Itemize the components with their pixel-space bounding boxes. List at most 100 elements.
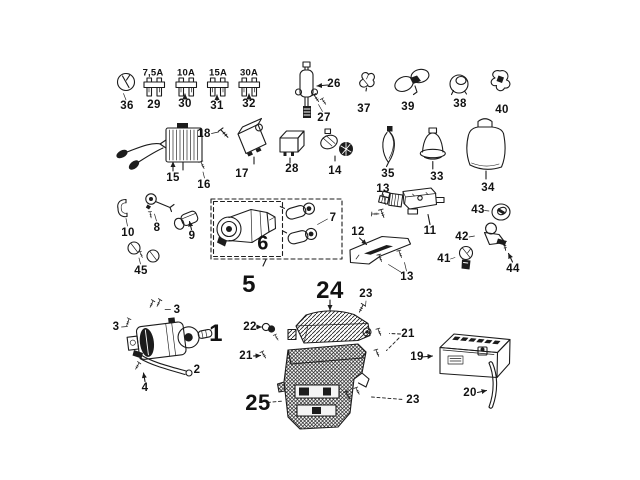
callout-37: 37 [357,103,371,115]
callout-30: 30 [178,98,192,110]
callout-27: 27 [317,112,331,124]
callout-22: 22 [243,321,257,333]
callout-16: 16 [197,179,211,191]
callout-42: 42 [455,231,469,243]
callout-40: 40 [495,104,509,116]
screws-13-upper-drawing [369,206,388,219]
sleeves-7-drawing [279,202,318,245]
callout-9: 9 [188,230,196,242]
fuse-box-25-drawing [276,343,370,430]
connector-14-drawing [320,128,353,162]
callout-10: 10 [121,227,135,239]
leader-lines [121,83,514,403]
callout-13a: 13 [376,183,390,195]
callout-25: 25 [245,390,271,415]
cable-2-drawing [132,350,193,377]
callout-1: 1 [209,320,223,347]
callout-19: 19 [410,351,424,363]
callout-21b: 21 [401,328,415,340]
battery-19-drawing [439,333,511,379]
fuse-rating-10a: 10A [176,67,196,79]
callout-23a: 23 [359,288,373,300]
clip-38-drawing [449,74,469,96]
callout-29: 29 [147,99,161,111]
callout-14: 14 [328,165,342,177]
callout-6: 6 [257,232,269,255]
callout-13b: 13 [400,271,414,283]
grommet-43-drawing [491,203,511,221]
ignition-switch-11-drawing [378,187,445,215]
fuse-30-drawing [175,77,198,97]
fuse-rating-30a: 30A [239,67,259,79]
callout-34: 34 [481,182,495,194]
callout-26: 26 [327,78,341,90]
callout-31: 31 [210,100,224,112]
plug-9-drawing [173,210,199,230]
clip-39-drawing [394,68,430,96]
relay-17-drawing [237,117,267,165]
callout-5: 5 [242,271,256,298]
callout-3b: 3 [112,321,120,333]
screw-16-drawing [197,159,208,169]
group-5-box [210,198,343,267]
screws-21-right-drawing [372,326,385,357]
rubber-cover-34-drawing [466,118,506,180]
screw-23-top-drawing [357,302,367,313]
fuse-rating-7-5a: 7,5A [142,67,164,79]
callout-21a: 21 [239,350,253,362]
callout-41: 41 [437,253,451,265]
fuse-rating-15a: 15A [208,67,228,79]
cable-loop-35-drawing [382,126,395,168]
callout-38: 38 [453,98,467,110]
unit-26-drawing [294,61,319,118]
callout-23b: 23 [406,394,420,406]
clips-45-drawing [127,241,160,263]
clip-10-drawing [117,198,128,218]
switch-8-drawing [145,193,175,219]
battery-rod-20-drawing [488,361,498,409]
grommet-36-drawing [116,72,136,92]
callout-45: 45 [134,265,148,277]
callout-8: 8 [153,222,161,234]
bolts-3-upper-drawing [148,297,164,308]
callout-11: 11 [423,225,437,237]
callout-20: 20 [463,387,477,399]
callout-18: 18 [197,128,211,140]
callout-15: 15 [166,172,180,184]
fuse-31-drawing [206,77,229,97]
clip-42-drawing [483,222,507,246]
callout-32: 32 [242,98,256,110]
screw-21-left-drawing [258,349,269,359]
fuse-32-drawing [238,77,261,97]
voltage-regulator-15-drawing [116,123,203,171]
callout-44: 44 [506,263,520,275]
callout-2: 2 [193,364,201,376]
clamp-41-drawing [458,245,474,270]
bolt-3-left-drawing [124,316,133,327]
callout-35: 35 [381,168,395,180]
callout-4: 4 [141,382,149,394]
clip-40-drawing [490,70,511,92]
motor-6-drawing [216,208,277,247]
callout-36: 36 [120,100,134,112]
callout-43: 43 [471,204,485,216]
clip-37-drawing [359,72,375,92]
callout-39: 39 [401,101,415,113]
callout-12: 12 [351,226,365,238]
bolt-4-drawing [134,360,142,370]
clip-22-drawing [261,322,276,333]
callout-7: 7 [329,212,337,224]
reservoir-cap-33-drawing [419,127,446,170]
callout-17: 17 [235,168,249,180]
callout-3a: 3 [173,304,181,316]
starter-motor-1-drawing [126,317,213,360]
fuse-29-drawing [143,77,166,97]
callout-33: 33 [430,171,444,183]
screw-small-drawing [271,332,281,341]
callout-24: 24 [316,277,344,304]
cover-24-drawing [287,310,372,344]
callout-28: 28 [285,163,299,175]
bracket-12-drawing [349,235,412,265]
